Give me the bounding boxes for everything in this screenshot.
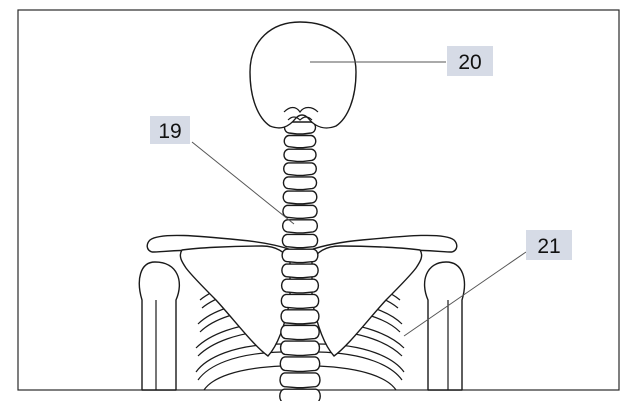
vertebra [280,389,320,401]
vertebra [283,191,317,204]
left-humerus [139,262,179,390]
vertebra [284,163,317,175]
vertebra [282,279,319,293]
skull [250,22,356,128]
callout-20: 20 [447,46,493,76]
vertebra [282,249,318,262]
vertebra [281,325,319,339]
callout-19: 19 [150,116,190,144]
vertebra [283,205,317,218]
right-humerus [425,262,465,390]
vertebra [283,177,316,190]
vertebra [281,310,319,324]
vertebra [280,357,319,372]
callout-20-label: 20 [458,51,481,74]
vertebra [284,149,316,161]
vertebra [283,220,318,233]
vertebra [281,341,320,355]
vertebra [282,234,317,247]
vertebra [282,264,318,278]
callout-21: 21 [526,230,572,260]
vertebra [281,294,318,308]
vertebra [284,136,316,148]
vertebra [280,373,320,388]
vertebral-column [280,122,320,401]
callout-19-label: 19 [158,120,181,143]
callout-21-label: 21 [537,235,560,258]
